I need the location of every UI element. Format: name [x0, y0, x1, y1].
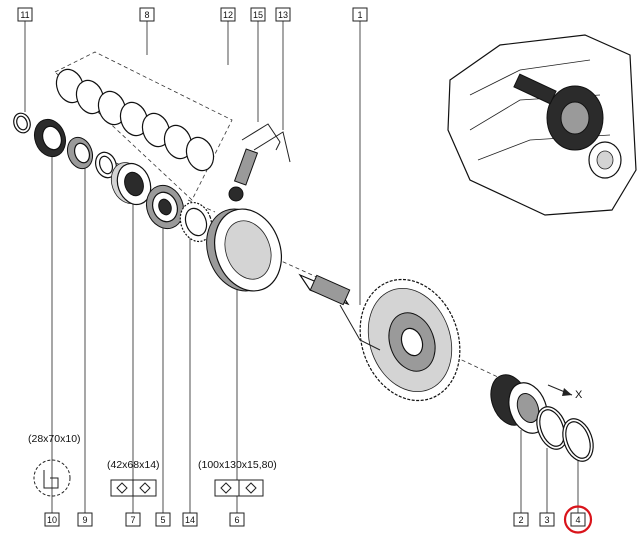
- part-9-ring: [66, 136, 94, 170]
- part-10-seal: [33, 118, 67, 158]
- svg-text:4: 4: [575, 515, 580, 525]
- svg-text:13: 13: [278, 10, 288, 20]
- callout-3: 3: [539, 512, 555, 527]
- callout-1: 1: [352, 7, 368, 22]
- part-4-circlip: [562, 418, 594, 462]
- svg-text:5: 5: [160, 515, 165, 525]
- dimension-bearing-large: (100x130x15,80): [198, 459, 277, 471]
- gearbox-housing-illustration: [447, 34, 637, 216]
- callout-11: 11: [17, 7, 33, 22]
- callout-15: 15: [250, 7, 266, 22]
- dimension-bearing-small: (42x68x14): [107, 459, 160, 471]
- bearing-symbol-small-icon: [110, 479, 157, 497]
- part-15-pin: [241, 123, 281, 151]
- callout-12: 12: [220, 7, 236, 22]
- svg-text:15: 15: [253, 10, 263, 20]
- part-7-bearing: [110, 162, 152, 206]
- callout-2: 2: [513, 512, 529, 527]
- callout-9: 9: [77, 512, 93, 527]
- svg-text:11: 11: [20, 10, 29, 20]
- callout-13: 13: [275, 7, 291, 22]
- callout-14: 14: [182, 512, 198, 527]
- svg-text:1: 1: [357, 10, 362, 20]
- svg-text:6: 6: [234, 515, 239, 525]
- svg-text:8: 8: [144, 10, 149, 20]
- svg-text:9: 9: [82, 515, 87, 525]
- highlight-circle: [563, 505, 593, 534]
- svg-text:3: 3: [544, 515, 549, 525]
- part-1-differential: [298, 273, 461, 402]
- part-3-circlip: [536, 406, 568, 450]
- part-washer: [95, 151, 117, 179]
- part-5-gear: [145, 184, 185, 230]
- leader-lines: [24, 20, 579, 513]
- part-11-circlip: [13, 112, 31, 134]
- svg-text:10: 10: [47, 515, 57, 525]
- svg-text:14: 14: [185, 515, 195, 525]
- part-12-speedo-drive: [228, 148, 259, 202]
- seal-symbol-icon: [33, 459, 71, 497]
- bearing-symbol-large-icon: [214, 479, 264, 497]
- dimension-seal: (28x70x10): [28, 433, 81, 445]
- part-13-clip: [253, 131, 291, 163]
- callout-4: 4: [570, 512, 586, 527]
- svg-text:2: 2: [518, 515, 523, 525]
- svg-text:12: 12: [223, 10, 233, 20]
- part-14-washer: [179, 201, 213, 243]
- axis-x-label: X: [575, 389, 583, 401]
- callout-7: 7: [125, 512, 141, 527]
- callout-10: 10: [44, 512, 60, 527]
- callout-5: 5: [155, 512, 171, 527]
- svg-text:7: 7: [130, 515, 135, 525]
- part-6-large-bearing: [206, 208, 282, 292]
- callout-6: 6: [229, 512, 245, 527]
- axis-x-arrow: X: [547, 384, 583, 401]
- callout-8: 8: [139, 7, 155, 22]
- part-8-shims: [55, 68, 215, 172]
